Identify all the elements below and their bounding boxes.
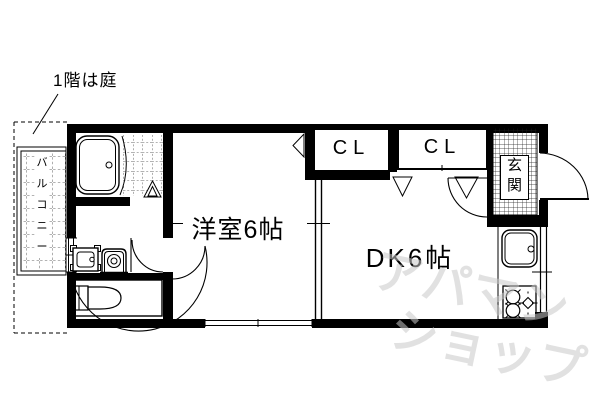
- balcony-label: バルコニー: [35, 153, 49, 258]
- entry-door-arc: [539, 152, 589, 200]
- bathroom-tile: [123, 135, 163, 196]
- garden-note-label: 1階は庭: [53, 71, 118, 90]
- closet-right-label: CL: [423, 136, 462, 158]
- western-room-label: 洋室6帖: [191, 216, 285, 244]
- toilet-room: [71, 279, 163, 317]
- stove-icon: [502, 285, 538, 319]
- walls: [67, 124, 548, 328]
- room-divider: [307, 172, 330, 319]
- entrance-label: 玄関: [500, 155, 529, 200]
- washing-machine-icon: [100, 248, 128, 274]
- folding-door-icons: [292, 132, 479, 200]
- property-dashed-line: [13, 121, 67, 334]
- dk-door-arc: [447, 177, 488, 218]
- dining-kitchen-label: DK6帖: [365, 243, 455, 273]
- kitchen-sink-icon: [501, 229, 538, 268]
- kitchen-wall: [532, 227, 552, 315]
- closet-left-label: CL: [332, 137, 371, 159]
- washbasin-icon: [70, 245, 101, 272]
- closet-boxes: [313, 128, 488, 172]
- washroom-door-arcs: [71, 238, 208, 332]
- bathtub-icon: [75, 135, 127, 196]
- toilet-icon: [87, 286, 122, 310]
- note-leader-line: [32, 93, 59, 135]
- kitchen-counter: [497, 227, 538, 319]
- stove-tick-marks: [518, 291, 538, 315]
- bath-drain-triangle-icon: [143, 179, 162, 198]
